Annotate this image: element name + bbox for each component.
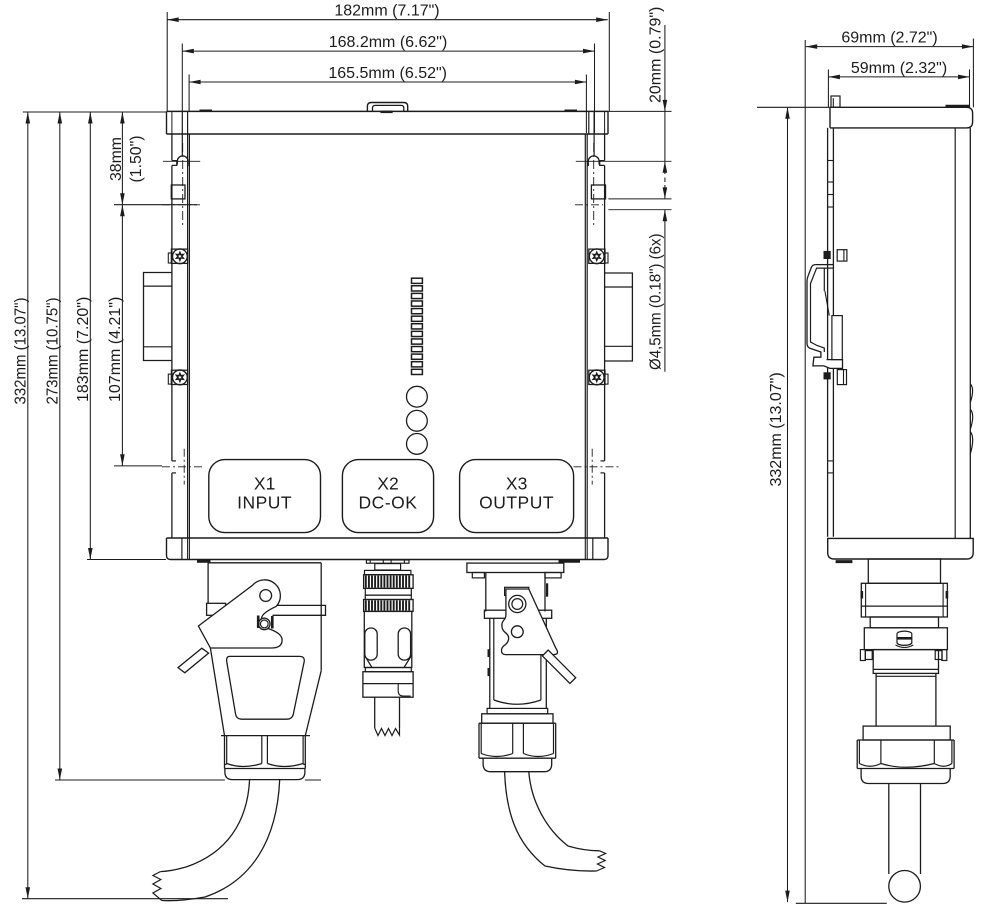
svg-text:332mm (13.07"): 332mm (13.07") [12,298,29,405]
svg-text:165.5mm (6.52"): 165.5mm (6.52") [328,65,447,82]
svg-text:(1.50"): (1.50") [128,136,145,183]
svg-text:273mm (10.75"): 273mm (10.75") [44,298,61,405]
svg-text:X1: X1 [254,474,275,494]
svg-text:59mm (2.32"): 59mm (2.32") [851,60,947,77]
svg-text:Ø4,5mm (0.18") (6x): Ø4,5mm (0.18") (6x) [648,234,665,371]
svg-text:20mm (0.79"): 20mm (0.79") [648,7,665,103]
svg-text:183mm (7.20"): 183mm (7.20") [75,297,92,402]
svg-text:107mm (4.21"): 107mm (4.21") [107,297,124,402]
svg-text:69mm (2.72"): 69mm (2.72") [841,30,937,47]
svg-text:INPUT: INPUT [237,493,292,513]
svg-text:182mm (7.17"): 182mm (7.17") [334,3,439,20]
svg-text:X2: X2 [377,474,398,494]
svg-text:168.2mm (6.62"): 168.2mm (6.62") [329,34,448,51]
svg-text:332mm (13.07"): 332mm (13.07") [768,372,785,486]
svg-text:38mm: 38mm [108,137,125,181]
svg-text:X3: X3 [506,474,527,494]
svg-text:OUTPUT: OUTPUT [479,493,554,513]
svg-text:DC-OK: DC-OK [359,493,418,513]
